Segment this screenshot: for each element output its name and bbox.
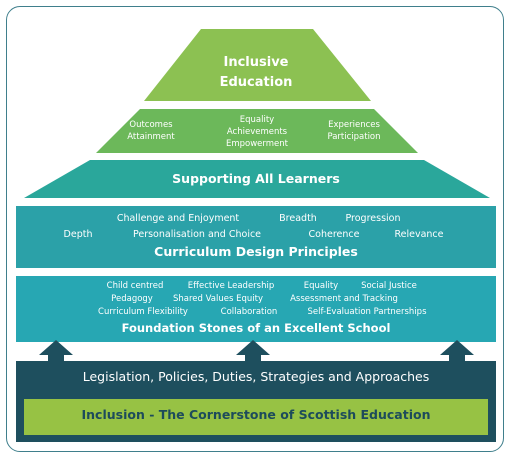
tier2-center-2: Achievements bbox=[226, 127, 288, 137]
curriculum-breadth: Breadth bbox=[279, 213, 317, 224]
arrow-right bbox=[440, 340, 474, 362]
curriculum-personalisation: Personalisation and Choice bbox=[132, 229, 262, 240]
tier2-center-3: Empowerment bbox=[225, 139, 288, 149]
foundation-band-shape bbox=[16, 276, 496, 342]
supporting-title: Supporting All Learners bbox=[172, 171, 340, 186]
cornerstone-title: Inclusion - The Cornerstone of Scottish … bbox=[81, 407, 431, 422]
tier2-right-1: Experiences bbox=[328, 120, 380, 130]
curriculum-relevance: Relevance bbox=[394, 229, 444, 240]
tier2-left-2: Attainment bbox=[127, 132, 175, 142]
arrow-left bbox=[39, 340, 73, 362]
foundation-collaboration: Collaboration bbox=[220, 307, 278, 317]
apex-shape bbox=[144, 29, 371, 101]
legislation-band-shape bbox=[16, 361, 496, 397]
foundation-title: Foundation Stones of an Excellent School bbox=[121, 321, 391, 335]
curriculum-band-shape bbox=[16, 206, 496, 268]
foundation-pedagogy: Pedagogy bbox=[111, 294, 153, 304]
foundation-child-centred: Child centred bbox=[106, 281, 164, 291]
arrow-middle bbox=[236, 340, 270, 362]
foundation-shared-values: Shared Values Equity bbox=[173, 294, 263, 304]
foundation-self-evaluation: Self-Evaluation Partnerships bbox=[307, 307, 427, 317]
outer-frame bbox=[6, 6, 504, 452]
tier2-left-1: Outcomes bbox=[129, 120, 173, 130]
apex-title-line1: Inclusive bbox=[223, 55, 289, 70]
foundation-curriculum-flexibility: Curriculum Flexibility bbox=[98, 307, 188, 317]
supporting-tier-shape bbox=[24, 160, 490, 198]
legislation-title: Legislation, Policies, Duties, Strategie… bbox=[82, 369, 430, 384]
curriculum-depth: Depth bbox=[63, 229, 93, 240]
foundation-effective-leadership: Effective Leadership bbox=[187, 281, 275, 291]
curriculum-title: Curriculum Design Principles bbox=[154, 244, 358, 259]
apex-title-line2: Education bbox=[219, 75, 293, 90]
curriculum-progression: Progression bbox=[345, 213, 401, 224]
foundation-equality: Equality bbox=[303, 281, 339, 291]
foundation-social-justice: Social Justice bbox=[361, 281, 417, 291]
cornerstone-inner-shape bbox=[24, 399, 488, 435]
tier2-right-2: Participation bbox=[327, 132, 381, 142]
foundation-assessment: Assessment and Tracking bbox=[290, 294, 398, 304]
outcomes-tier-shape bbox=[96, 109, 418, 153]
curriculum-coherence: Coherence bbox=[308, 229, 360, 240]
curriculum-challenge: Challenge and Enjoyment bbox=[116, 213, 240, 224]
tier2-center-1: Equality bbox=[239, 115, 275, 125]
